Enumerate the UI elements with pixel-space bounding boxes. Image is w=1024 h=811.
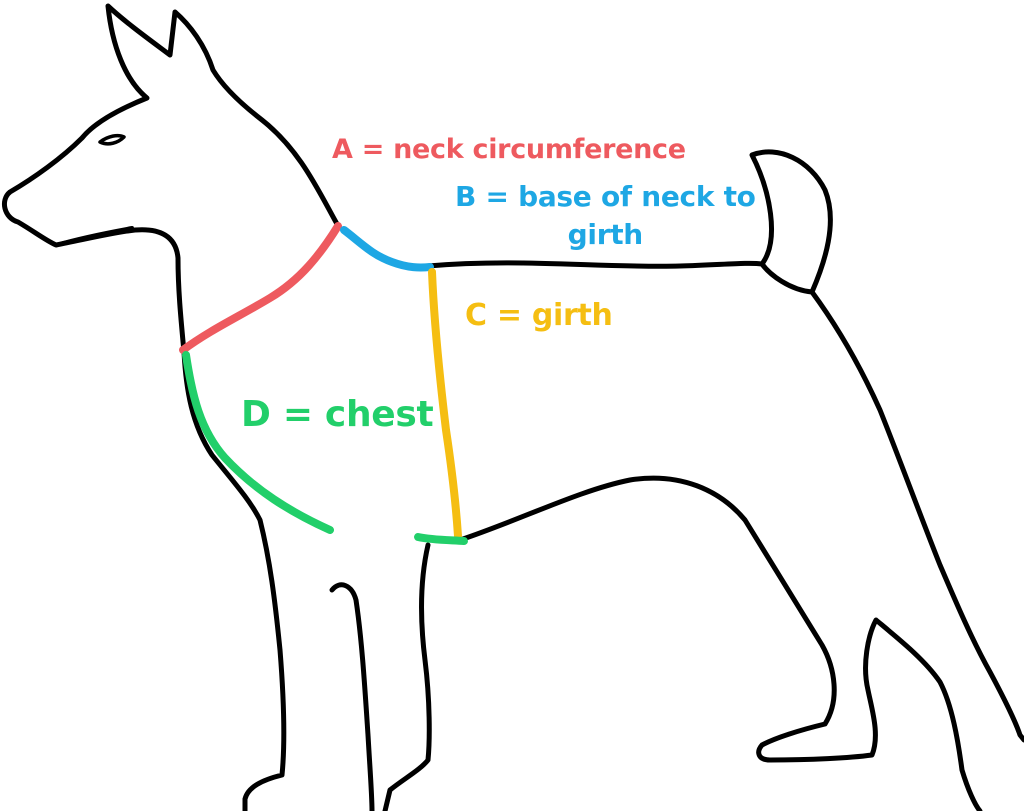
label-base-of-neck-to-girth: B = base of neck to girth	[455, 178, 756, 254]
label-b-line2: girth	[567, 218, 644, 251]
dog-body-outline	[1, 3, 340, 811]
dog-front-leg-near	[382, 542, 432, 811]
neck-circumference-line	[179, 222, 342, 354]
chest-line	[182, 351, 334, 534]
chest-line-end	[414, 533, 468, 545]
label-chest: D = chest	[241, 394, 434, 435]
base-of-neck-to-girth-line	[340, 226, 434, 272]
dog-belly-rear-leg	[457, 475, 983, 811]
dog-back-tail	[425, 149, 1024, 743]
label-girth: C = girth	[465, 298, 613, 333]
label-neck-circumference: A = neck circumference	[332, 134, 686, 165]
dog-outline	[1, 3, 1024, 811]
girth-line	[428, 268, 462, 540]
label-b-line1: B = base of neck to	[455, 180, 756, 213]
dog-mouth	[54, 226, 134, 247]
dog-eye	[98, 133, 126, 146]
dog-front-leg-far	[329, 582, 375, 811]
dog-tail-edge	[759, 261, 815, 295]
